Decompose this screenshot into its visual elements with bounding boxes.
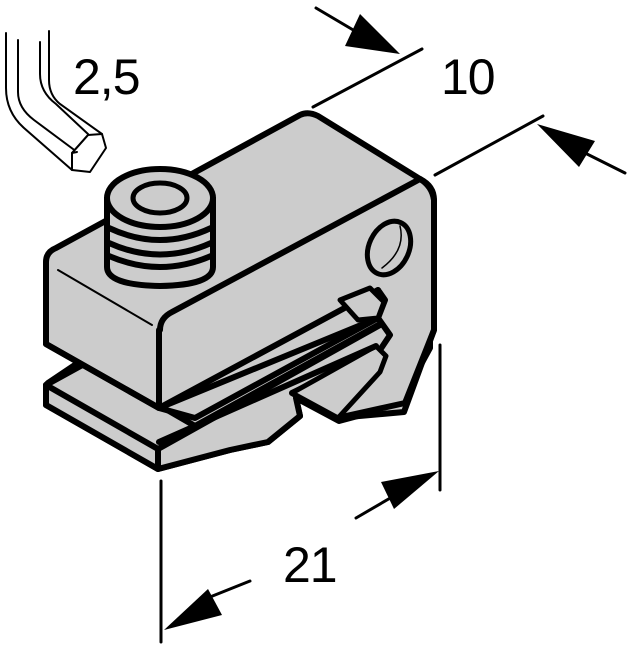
hex-key-icon (5, 30, 107, 173)
set-screw (104, 166, 216, 290)
bracket-part (43, 110, 437, 472)
length-dimension-label: 21 (283, 537, 338, 593)
length-dimension (159, 343, 442, 644)
width-dimension-label: 10 (441, 49, 496, 105)
hex-key-size-label: 2,5 (73, 49, 141, 105)
width-dimension (311, 6, 627, 177)
